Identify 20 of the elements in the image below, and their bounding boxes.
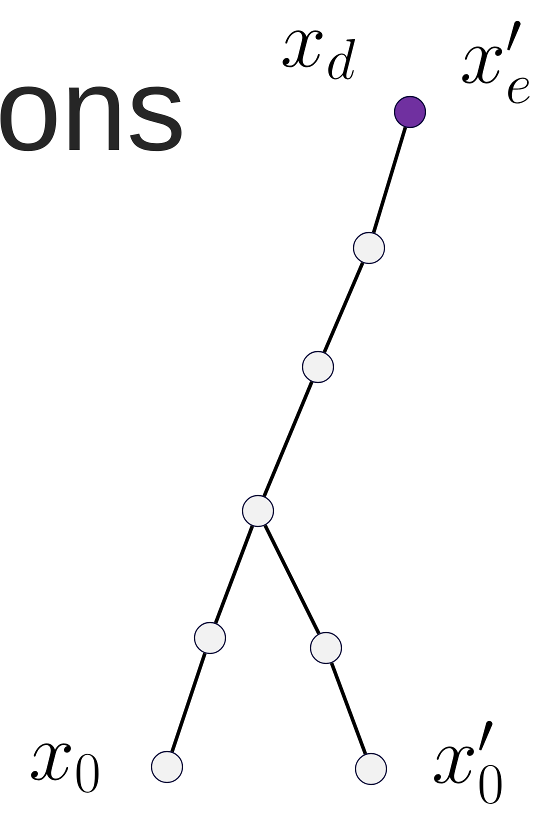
node-circle (302, 350, 334, 384)
line (264, 524, 320, 634)
node-circle (150, 750, 184, 784)
line (330, 662, 368, 755)
line (372, 126, 408, 234)
line (322, 262, 364, 353)
line (262, 381, 314, 497)
node-circle (354, 752, 388, 786)
math-label: $x'_0$ (434, 720, 502, 804)
node-circle (310, 632, 342, 664)
math-label: $x'_e$ (462, 20, 530, 104)
node-circle (352, 232, 386, 264)
filled-circle (394, 96, 426, 128)
line (170, 652, 207, 752)
math-label: $x_d$ (282, 30, 355, 80)
heading: ons (0, 86, 182, 152)
math-label: $x_0$ (31, 743, 98, 793)
node-circle (194, 622, 226, 654)
line (214, 525, 254, 624)
node-circle (242, 494, 274, 528)
